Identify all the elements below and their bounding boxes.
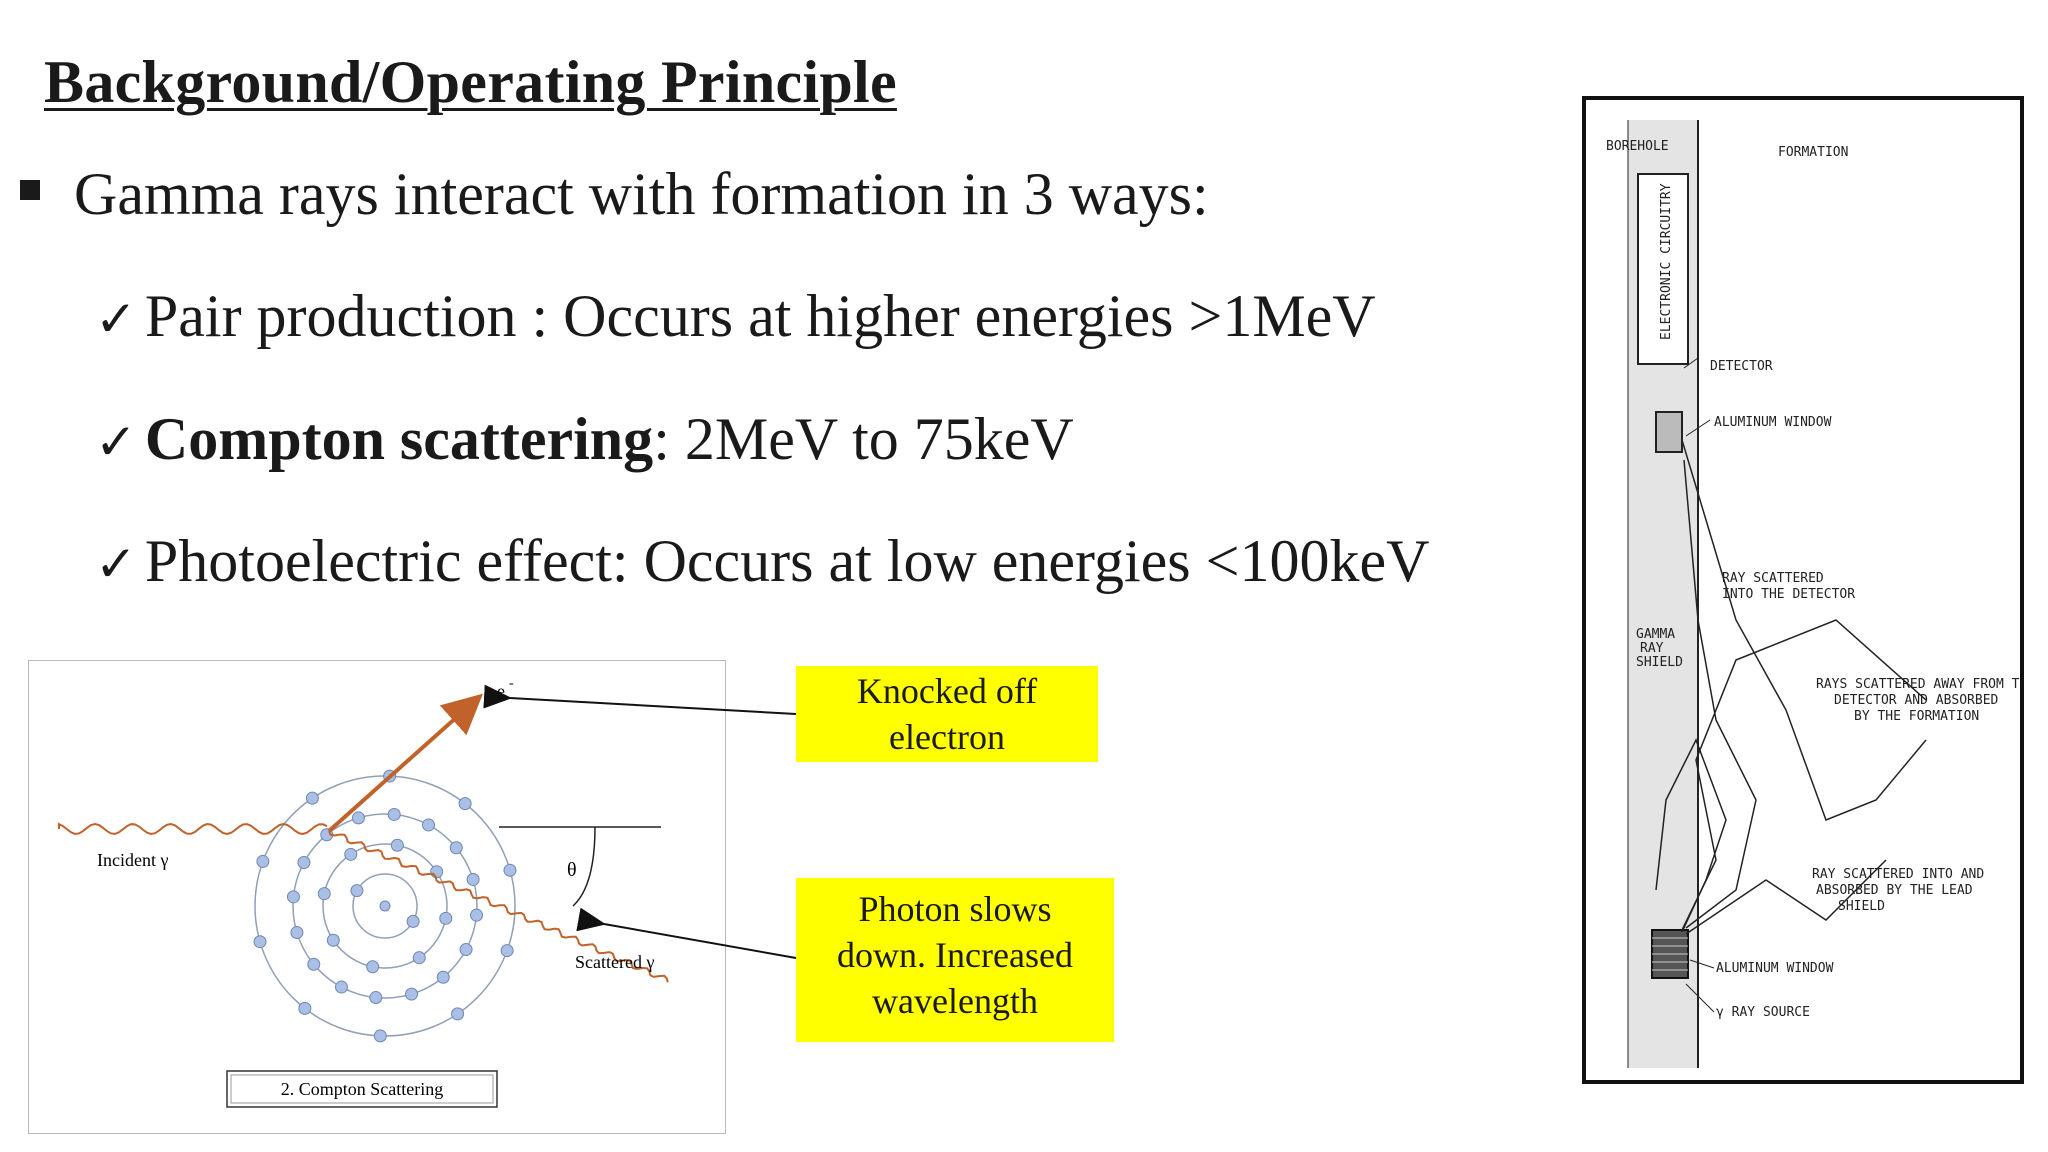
rays-away-label-1: RAYS SCATTERED AWAY FROM THE bbox=[1816, 677, 2020, 692]
slide-title: Background/Operating Principle bbox=[44, 49, 897, 115]
sub-bullet-text: Pair production : Occurs at higher energ… bbox=[144, 283, 1376, 349]
electron-dot bbox=[305, 791, 319, 805]
sub-bullet-pair-production: ✓ Pair production : Occurs at higher ene… bbox=[95, 282, 1376, 351]
electron-dot bbox=[253, 935, 267, 949]
ray-into-detector-label-2: INTO THE DETECTOR bbox=[1722, 587, 1855, 602]
knocked-electron-arrow bbox=[327, 693, 483, 833]
nucleus bbox=[379, 900, 391, 912]
electron-dot bbox=[286, 890, 300, 904]
electron-dot bbox=[466, 872, 480, 886]
angle-arc bbox=[572, 826, 596, 907]
electron-dot bbox=[470, 908, 484, 922]
borehole-label: BOREHOLE bbox=[1606, 139, 1669, 154]
atom-shell-1 bbox=[352, 873, 418, 939]
callout-line: electron bbox=[889, 717, 1005, 757]
checkmark-icon: ✓ bbox=[95, 413, 137, 471]
atom-shell-2 bbox=[322, 843, 448, 969]
electron-superscript: - bbox=[509, 676, 514, 691]
electron-dot bbox=[344, 847, 358, 861]
electron-dot bbox=[307, 957, 321, 971]
electron-dot bbox=[458, 797, 472, 811]
rays-away-label-2: DETECTOR AND ABSORBED bbox=[1834, 693, 1999, 708]
electron-dot bbox=[326, 933, 340, 947]
sub-bullet-bold-text: Compton scattering bbox=[144, 406, 654, 472]
electron-dot bbox=[422, 818, 436, 832]
electron-dot bbox=[500, 944, 514, 958]
tool-diagram-svg: ELECTRONIC CIRCUITRY BOREHOLE FORMATION … bbox=[1606, 120, 2035, 1068]
caption-box bbox=[226, 1070, 498, 1108]
main-bullet-text: Gamma rays interact with formation in 3 … bbox=[74, 161, 1209, 227]
callout-line: Knocked off bbox=[856, 671, 1038, 711]
electron-dot bbox=[459, 943, 473, 957]
electron-dot bbox=[366, 960, 380, 974]
incident-gamma-wave bbox=[58, 822, 328, 836]
checkmark-icon: ✓ bbox=[95, 290, 137, 348]
electron-dot bbox=[334, 980, 348, 994]
gamma-shield-label-3: SHIELD bbox=[1636, 655, 1683, 670]
aluminum-window-top-label: ALUMINUM WINDOW bbox=[1714, 415, 1832, 430]
density-tool-diagram: ELECTRONIC CIRCUITRY BOREHOLE FORMATION … bbox=[1582, 96, 2035, 1084]
electron-dot bbox=[290, 926, 304, 940]
electron-dot bbox=[412, 951, 426, 965]
electron-dot bbox=[317, 887, 331, 901]
callout-line: down. Increased bbox=[837, 935, 1073, 975]
electron-dots bbox=[253, 769, 517, 1043]
electron-dot bbox=[369, 991, 383, 1005]
electron-dot bbox=[430, 865, 444, 879]
electron-dot bbox=[298, 1001, 312, 1015]
photon-callout: Photon slows down. Increased wavelength bbox=[796, 878, 1114, 1042]
electron-dot bbox=[405, 987, 419, 1001]
sub-bullet-text: : 2MeV to 75keV bbox=[653, 406, 1074, 472]
electron-dot bbox=[373, 1029, 387, 1043]
electron-callout: Knocked off electron bbox=[796, 666, 1098, 762]
callout-line: Photon slows bbox=[858, 889, 1052, 929]
checkmark-icon: ✓ bbox=[95, 535, 137, 593]
electron-dot bbox=[406, 914, 420, 928]
gamma-source-label: γ RAY SOURCE bbox=[1716, 1005, 1810, 1020]
electron-dot bbox=[436, 970, 450, 984]
rays-away-label-3: BY THE FORMATION bbox=[1854, 709, 1979, 724]
electronic-circuitry-box bbox=[1637, 173, 1689, 365]
aluminum-window-bottom-label: ALUMINUM WINDOW bbox=[1716, 961, 1834, 976]
gamma-shield-label-2: RAY bbox=[1640, 641, 1664, 656]
compton-diagram-svg: θ e - Incident γ Scattered γ 2. Compton … bbox=[58, 676, 669, 1108]
detector-label: DETECTOR bbox=[1710, 359, 1773, 374]
electron-dot bbox=[350, 884, 364, 898]
sub-bullet-compton: ✓ Compton scattering : 2MeV to 75keV bbox=[95, 405, 1074, 474]
lead-shield-label-1: RAY SCATTERED INTO AND bbox=[1812, 867, 1984, 882]
detector-box bbox=[1655, 411, 1683, 453]
lead-shield-label-2: ABSORBED BY THE LEAD bbox=[1816, 883, 1973, 898]
callout-line: wavelength bbox=[872, 981, 1038, 1021]
electron-dot bbox=[387, 807, 401, 821]
compton-scattering-diagram: θ e - Incident γ Scattered γ 2. Compton … bbox=[28, 660, 726, 1134]
electron-dot bbox=[449, 841, 463, 855]
electron-dot bbox=[297, 855, 311, 869]
electron-dot bbox=[439, 911, 453, 925]
electron-dot bbox=[351, 811, 365, 825]
main-bullet: Gamma rays interact with formation in 3 … bbox=[20, 160, 1209, 229]
gamma-shield-label-1: GAMMA bbox=[1636, 627, 1675, 642]
atom-shell-3 bbox=[292, 813, 478, 999]
formation-label: FORMATION bbox=[1778, 145, 1848, 160]
electron-label: e bbox=[497, 681, 505, 701]
lead-shield-label-3: SHIELD bbox=[1838, 899, 1885, 914]
electron-dot bbox=[256, 854, 270, 868]
electron-dot bbox=[390, 838, 404, 852]
incident-label: Incident γ bbox=[97, 850, 168, 870]
electronic-circuitry-label: ELECTRONIC CIRCUITRY bbox=[1659, 183, 1674, 340]
angle-label: θ bbox=[567, 859, 577, 881]
ray-into-detector-label-1: RAY SCATTERED bbox=[1722, 571, 1824, 586]
scattered-label: Scattered γ bbox=[575, 952, 654, 972]
square-bullet-icon bbox=[20, 180, 40, 200]
diagram-caption: 2. Compton Scattering bbox=[281, 1079, 443, 1099]
electron-dot bbox=[451, 1007, 465, 1021]
sub-bullet-text: Photoelectric effect: Occurs at low ener… bbox=[144, 528, 1430, 594]
sub-bullet-photoelectric: ✓ Photoelectric effect: Occurs at low en… bbox=[95, 527, 1429, 596]
electron-dot bbox=[503, 863, 517, 877]
